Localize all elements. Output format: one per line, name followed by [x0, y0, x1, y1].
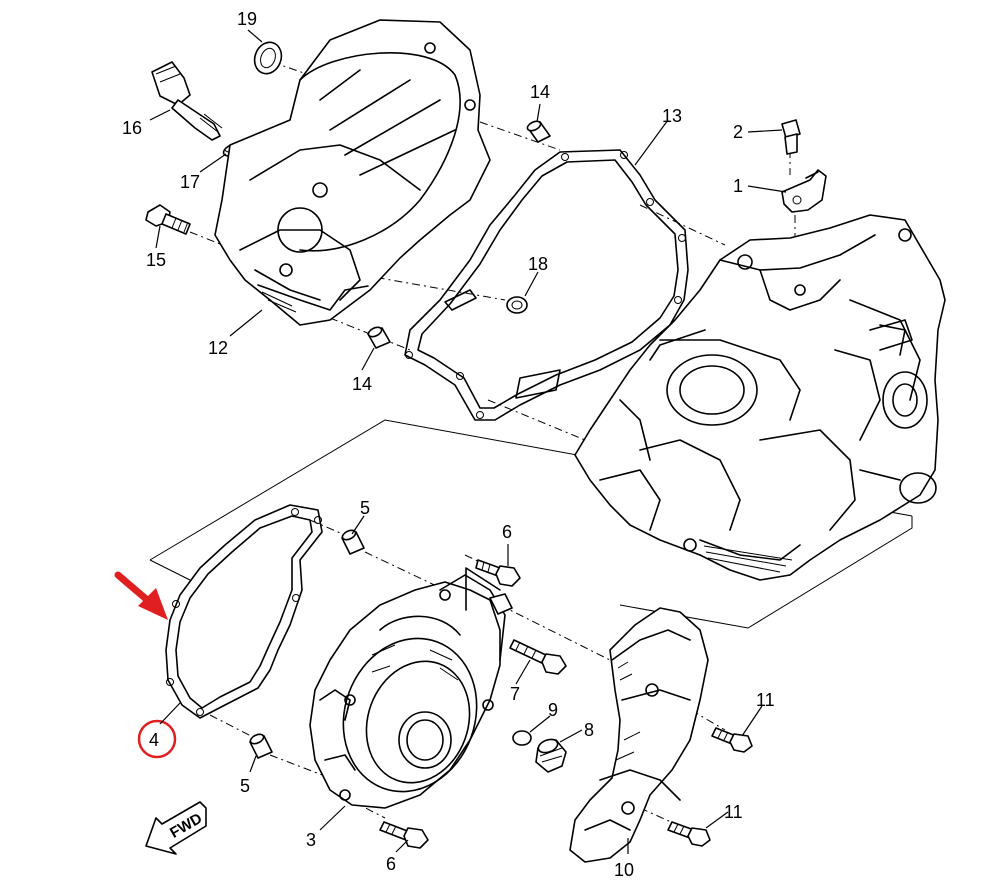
label-3: 3 [306, 830, 316, 850]
label-14-upper: 14 [530, 82, 550, 102]
bolt-7 [509, 639, 567, 675]
label-14-lower: 14 [352, 374, 372, 394]
label-5-lower: 5 [240, 776, 250, 796]
crankcase-cover-3 [309, 567, 513, 809]
bolt-6-upper [475, 559, 521, 587]
label-7: 7 [510, 684, 520, 704]
label-5-upper: 5 [360, 498, 370, 518]
dowel-pin-14-lower [367, 326, 391, 349]
label-1: 1 [733, 176, 743, 196]
highlight-circle [137, 719, 177, 759]
label-6-lower: 6 [386, 854, 396, 874]
label-8: 8 [584, 720, 594, 740]
label-4: 4 [149, 730, 159, 750]
bolt-6-lower [379, 821, 429, 849]
dowel-pin-5-lower [249, 733, 273, 759]
dowel-pin-14-upper [526, 120, 551, 143]
crankcase-assembly [574, 214, 946, 581]
bolt-11-lower [667, 821, 711, 847]
bolt-15 [145, 204, 191, 235]
gasket-13 [404, 149, 689, 421]
bracket-1 [781, 169, 827, 213]
plug-8 [535, 738, 567, 773]
o-ring-9 [512, 730, 532, 746]
sprocket-cover-10 [569, 607, 709, 863]
label-10: 10 [614, 860, 634, 880]
label-15: 15 [146, 250, 166, 270]
bolt-2 [781, 119, 801, 155]
highlight-callout [114, 571, 177, 759]
label-9: 9 [548, 700, 558, 720]
leader-lines [149, 29, 787, 854]
collar-18 [506, 296, 528, 314]
oil-plug-16 [151, 61, 223, 141]
label-19: 19 [237, 9, 257, 29]
label-16: 16 [122, 118, 142, 138]
label-11-upper: 11 [756, 690, 775, 710]
bolt-11-upper [711, 727, 753, 753]
label-2: 2 [733, 122, 743, 142]
label-6-upper: 6 [502, 522, 512, 542]
label-18: 18 [528, 254, 548, 274]
label-12: 12 [208, 338, 228, 358]
label-13: 13 [662, 106, 682, 126]
part-labels: 19 16 17 15 12 14 13 2 1 18 14 5 6 7 9 8… [122, 9, 775, 880]
fwd-direction-badge: FWD [145, 801, 207, 855]
gasket-4 [165, 504, 323, 719]
oil-seal-19 [253, 41, 283, 75]
label-11-lower: 11 [724, 802, 743, 822]
crankcase-cover-12 [214, 19, 491, 326]
label-17: 17 [180, 172, 200, 192]
